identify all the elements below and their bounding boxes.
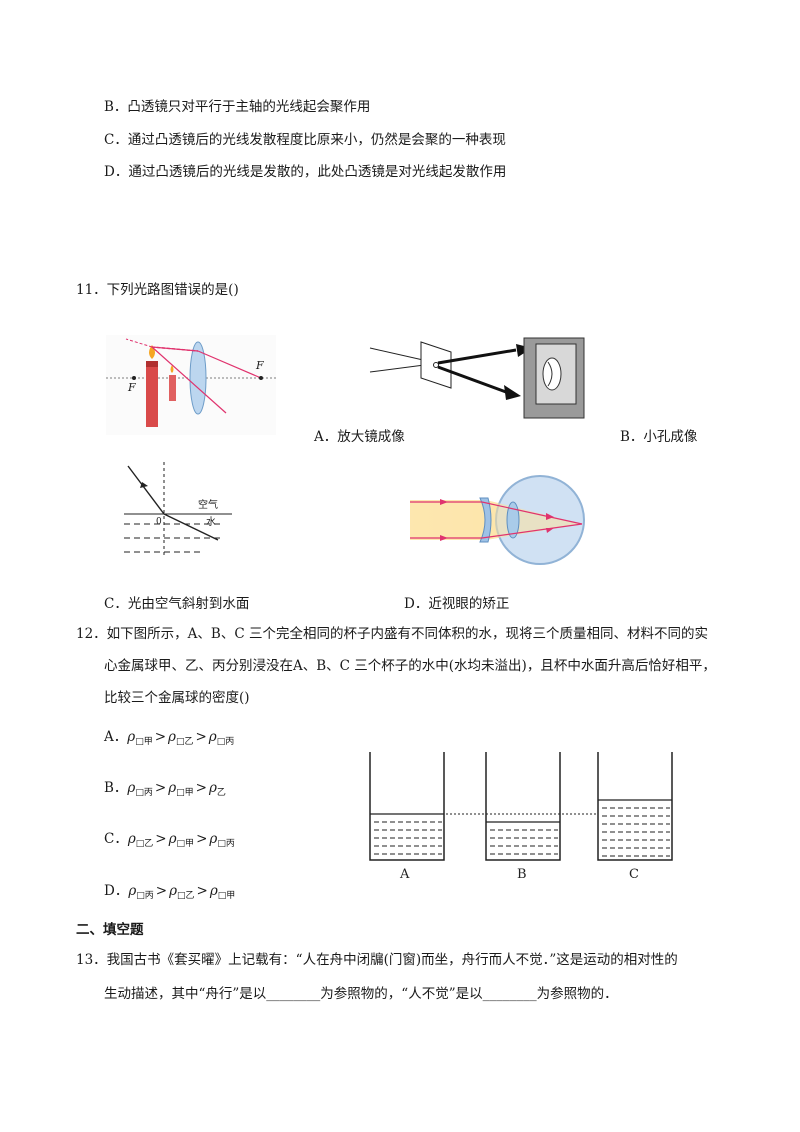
figure-myopia (410, 475, 585, 565)
q10-option-b: B．凸透镜只对平行于主轴的光线起会聚作用 (104, 99, 371, 115)
figure-magnifier: F F (106, 335, 276, 435)
cup-b-label: B (517, 867, 527, 882)
q12-stem-line2: 心金属球甲、乙、丙分别浸没在A、B、C 三个杯子的水中(水均未溢出)，且杯中水面… (104, 658, 716, 674)
cup-a (369, 752, 445, 861)
cup-a-label: A (399, 867, 410, 882)
q11-option-b: B．小孔成像 (620, 429, 698, 445)
q12-stem-line1: 12．如下图所示，A、B、C 三个完全相同的杯子内盛有不同体积的水，现将三个质量… (76, 626, 708, 642)
cup-c-label: C (629, 867, 639, 882)
focal-label-left: F (127, 381, 136, 394)
q10-option-d: D．通过凸透镜后的光线是发散的，此处凸透镜是对光线起发散作用 (104, 164, 507, 180)
q13-line2: 生动描述，其中“舟行”是以________为参照物的，“人不觉”是以______… (104, 986, 618, 1002)
q13-line1: 13．我国古书《套买曜》上记载有：“人在舟中闭牖(门窗)而坐，舟行而人不觉．”这… (76, 952, 678, 968)
q12-option-b: B．ρ□丙>ρ□甲>ρ乙 (104, 780, 226, 798)
figure-pinhole (369, 337, 585, 419)
q10-option-c: C．通过凸透镜后的光线发散程度比原来小，仍然是会聚的一种表现 (104, 132, 506, 148)
q12-option-c: C．ρ□乙>ρ□甲>ρ□丙 (104, 831, 235, 849)
origin-label: 0 (156, 517, 162, 527)
q12-option-a: A．ρ□甲>ρ□乙>ρ□丙 (104, 729, 235, 747)
figure-cups: A B C (369, 752, 673, 882)
figure-refraction: 空气 水 0 (124, 462, 232, 557)
q11-stem: 11．下列光路图错误的是() (76, 282, 239, 298)
q12-option-d: D．ρ□丙>ρ□乙>ρ□甲 (104, 883, 236, 901)
cup-c (597, 752, 673, 861)
section-heading: 二、填空题 (76, 922, 144, 938)
q11-option-c: C．光由空气斜射到水面 (104, 596, 250, 612)
q11-option-d: D．近视眼的矫正 (404, 596, 510, 612)
water-label: 水 (206, 516, 216, 528)
focal-label-right: F (255, 359, 264, 372)
q11-option-a: A．放大镜成像 (314, 429, 405, 445)
air-label: 空气 (198, 498, 218, 511)
q12-stem-line3: 比较三个金属球的密度() (104, 690, 250, 706)
cup-b (485, 752, 561, 861)
